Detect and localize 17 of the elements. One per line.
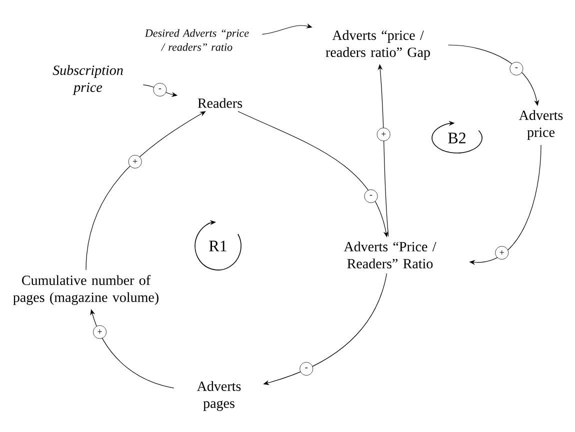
polarity-sign: - xyxy=(510,62,524,76)
polarity-sign: + xyxy=(93,325,106,339)
variable-label: Adverts “Price / Readers” Ratio xyxy=(344,242,436,268)
arrow xyxy=(86,111,206,270)
polarity-sign: - xyxy=(300,362,314,376)
polarity-sign: - xyxy=(364,190,378,203)
variable-label: Adverts price xyxy=(518,110,563,140)
variable-label: Readers xyxy=(198,98,242,108)
variable-label: Cumulative number of pages (magazine volume) xyxy=(13,275,158,305)
polarity-sign: - xyxy=(153,83,167,96)
variable-label: Desired Adverts “price / readers” ratio xyxy=(144,29,249,51)
variable-label: Adverts pages xyxy=(196,381,241,411)
polarity-sign: + xyxy=(495,246,509,260)
variable-label: Adverts “price / readers ratio” Gap xyxy=(326,30,430,60)
polarity-sign: + xyxy=(376,128,390,142)
variable-label: Subscription price xyxy=(52,65,123,95)
polarity-sign: + xyxy=(128,154,142,168)
